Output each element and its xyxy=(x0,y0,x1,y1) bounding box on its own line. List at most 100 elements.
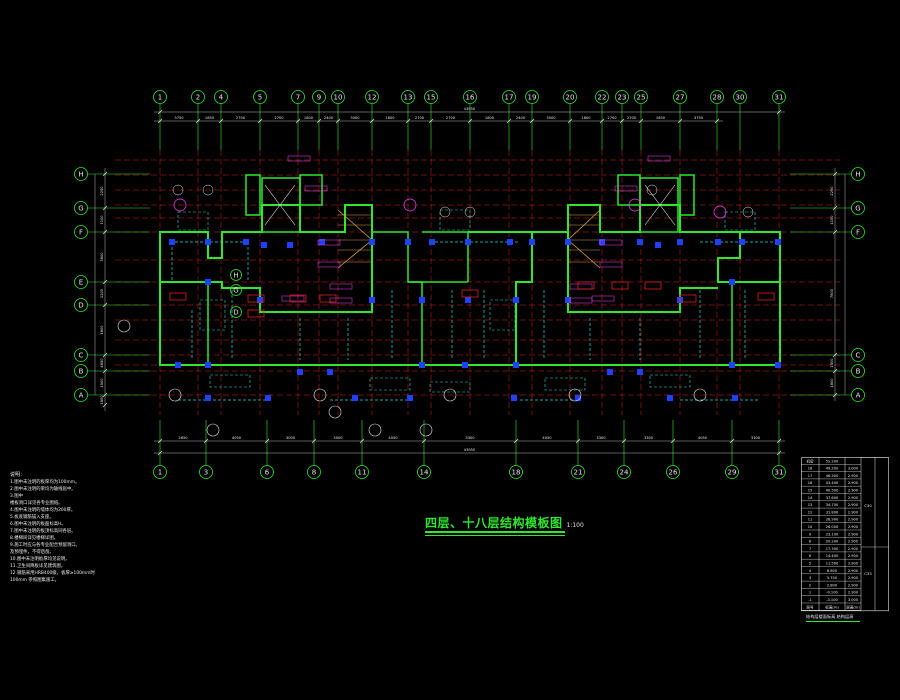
right-dimension-tick xyxy=(832,171,838,177)
note-item: 7.图中未注明的板顶标高同各层。 xyxy=(10,529,76,534)
column xyxy=(169,239,175,245)
note-item: 4.图中未注明的墙体均为200厚。 xyxy=(10,508,76,513)
overall-bottom-dimension-tick xyxy=(776,450,782,456)
level-table-cell: 3.000 xyxy=(848,598,859,602)
column xyxy=(513,362,519,368)
axis-bubble: 31 xyxy=(772,465,786,479)
axis-bubble-label: A xyxy=(856,392,861,400)
left-dimension-label: 1200 xyxy=(100,288,104,298)
axis-bubble: 27 xyxy=(673,90,687,104)
level-table-cell: 机房 xyxy=(806,458,814,463)
tag-box xyxy=(317,239,341,246)
top-dimension-tick xyxy=(529,118,535,124)
axis-bubble-label: F xyxy=(856,229,860,237)
note-item: 1.图中未注明的板厚均为100mm。 xyxy=(10,480,80,485)
top-dimension-tick xyxy=(257,118,263,124)
top-dimension-label: 2700 xyxy=(607,116,617,120)
axis-bubble: 1 xyxy=(153,90,167,104)
overall-bottom-dimension-tick xyxy=(157,450,163,456)
axis-bubble-label: 12 xyxy=(368,94,377,102)
section-mark xyxy=(713,205,727,219)
axis-bubble-circle xyxy=(851,348,865,362)
beam-tag xyxy=(679,294,697,303)
beam-tag xyxy=(289,294,307,303)
axis-bubble-label: 29 xyxy=(728,469,737,477)
left-dimension-label: 1800 xyxy=(100,395,104,405)
tag-box xyxy=(591,295,615,302)
axis-bubble: 31 xyxy=(772,90,786,104)
axis-bubble-label: A xyxy=(79,392,84,400)
level-table-cell: 2.900 xyxy=(848,525,859,529)
column xyxy=(265,395,271,401)
axis-bubble: F xyxy=(74,225,88,239)
column xyxy=(637,239,643,245)
tag-box xyxy=(287,155,311,162)
level-table-cell: 8.600 xyxy=(827,569,838,573)
level-table-cell: -1 xyxy=(808,598,812,602)
axis-bubble-circle xyxy=(710,90,724,104)
axis-bubble-label: D xyxy=(78,302,83,310)
column xyxy=(575,395,581,401)
level-table-cell: 26.000 xyxy=(826,525,839,529)
axis-bubble-label: 2 xyxy=(196,94,200,102)
axis-bubble: C xyxy=(851,348,865,362)
bottom-dimension-tick xyxy=(776,438,782,444)
bottom-dimension-label: 3300 xyxy=(465,436,475,440)
bottom-dimension-label: 3300 xyxy=(751,436,761,440)
detail-mark xyxy=(328,405,342,419)
axis-bubble-label: 30 xyxy=(736,94,745,102)
detail-mark xyxy=(568,388,582,402)
level-table-cell: 4 xyxy=(809,569,812,573)
axis-bubble: G xyxy=(851,201,865,215)
bottom-dimension-label: 4050 xyxy=(232,436,242,440)
level-table-cell: 1 xyxy=(809,591,811,595)
tag-box xyxy=(281,295,305,302)
detail-mark xyxy=(693,388,707,402)
axis-bubble-circle xyxy=(772,465,786,479)
top-dimension-label: 2700 xyxy=(446,116,456,120)
column xyxy=(319,239,325,245)
column xyxy=(729,362,735,368)
level-table-cell: 49.200 xyxy=(826,467,839,471)
note-item: 2.图中未注明的梁均为轴线居中。 xyxy=(10,487,76,492)
level-table-cell: 17 xyxy=(808,474,813,478)
axis-bubble-circle xyxy=(230,269,242,281)
axis-bubble: 21 xyxy=(571,465,585,479)
bottom-dimension-tick xyxy=(670,438,676,444)
tag-box xyxy=(304,185,328,192)
column xyxy=(327,369,333,375)
tag-box xyxy=(614,185,638,192)
level-table-caption: 结构层楼面标高 结构层高 xyxy=(806,614,854,619)
hidden-outline xyxy=(439,209,471,231)
axis-bubble-circle xyxy=(260,465,274,479)
axis-bubble-circle xyxy=(74,275,88,289)
axis-bubble-circle xyxy=(851,201,865,215)
axis-bubble: 23 xyxy=(615,90,629,104)
level-table-cell: 14 xyxy=(808,496,813,500)
column xyxy=(419,362,425,368)
axis-bubble: 3 xyxy=(199,465,213,479)
axis-bubble-circle xyxy=(725,465,739,479)
title-underline-thin xyxy=(425,535,565,536)
column xyxy=(507,239,513,245)
section-mark xyxy=(403,198,417,212)
general-notes: 说明： 1.图中未注明的板厚均为100mm。2.图中未注明的梁均为轴线居中。3.… xyxy=(10,472,130,584)
axis-bubble-circle xyxy=(331,90,345,104)
axis-bubble-circle xyxy=(307,465,321,479)
left-dimension-label: 1100 xyxy=(100,215,104,225)
left-dimension-tick xyxy=(102,302,108,308)
axis-bubble-label: H xyxy=(78,171,83,179)
left-dimension-tick xyxy=(102,368,108,374)
axis-bubble-label: 1 xyxy=(158,94,162,102)
column xyxy=(465,239,471,245)
level-table-cell: 2.900 xyxy=(848,474,859,478)
top-dimension-tick xyxy=(506,118,512,124)
right-dimension-tick xyxy=(832,205,838,211)
note-item: 6.图中未注明的板面标高H。 xyxy=(10,522,66,527)
axis-bubble-circle xyxy=(615,90,629,104)
axis-bubble: 17 xyxy=(502,90,516,104)
note-item: 10.图中未注明板厚均见说明。 xyxy=(10,557,70,562)
bottom-dimension-tick xyxy=(575,438,581,444)
